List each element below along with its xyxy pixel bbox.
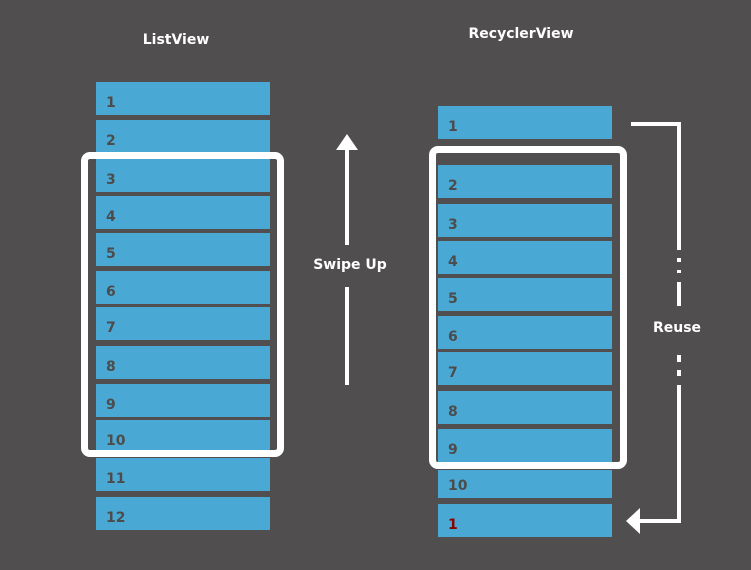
listview-title: ListView bbox=[142, 32, 210, 48]
recyclerview-item: 1 bbox=[438, 106, 612, 139]
recyclerview-reused-item: 1 bbox=[438, 504, 612, 537]
listview-viewport-frame bbox=[81, 152, 284, 457]
listview-item: 10 bbox=[96, 420, 270, 453]
listview-item: 7 bbox=[96, 307, 270, 340]
recyclerview-item: 9 bbox=[438, 429, 612, 462]
recyclerview-item: 10 bbox=[438, 470, 612, 498]
recyclerview-item: 5 bbox=[438, 278, 612, 311]
reuse-label: Reuse bbox=[652, 320, 702, 336]
listview-item: 9 bbox=[96, 384, 270, 417]
recyclerview-item: 3 bbox=[438, 204, 612, 237]
swipe-up-label: Swipe Up bbox=[313, 257, 387, 273]
recyclerview-item: 7 bbox=[438, 352, 612, 385]
recyclerview-item: 4 bbox=[438, 241, 612, 274]
listview-item: 2 bbox=[96, 120, 270, 153]
listview-item: 5 bbox=[96, 233, 270, 266]
listview-item: 12 bbox=[96, 497, 270, 530]
listview-item: 6 bbox=[96, 271, 270, 304]
listview-item: 4 bbox=[96, 196, 270, 229]
recyclerview-viewport-frame bbox=[429, 146, 627, 469]
listview-item: 1 bbox=[96, 82, 270, 115]
reuse-arrow-icon bbox=[626, 122, 681, 534]
recyclerview-item: 6 bbox=[438, 316, 612, 349]
swipe-up-arrow-icon bbox=[336, 134, 358, 385]
recyclerview-item: 2 bbox=[438, 165, 612, 198]
recyclerview-title: RecyclerView bbox=[468, 26, 574, 42]
listview-item: 8 bbox=[96, 346, 270, 379]
listview-item: 11 bbox=[96, 458, 270, 491]
recyclerview-item: 8 bbox=[438, 391, 612, 424]
listview-item: 3 bbox=[96, 159, 270, 192]
